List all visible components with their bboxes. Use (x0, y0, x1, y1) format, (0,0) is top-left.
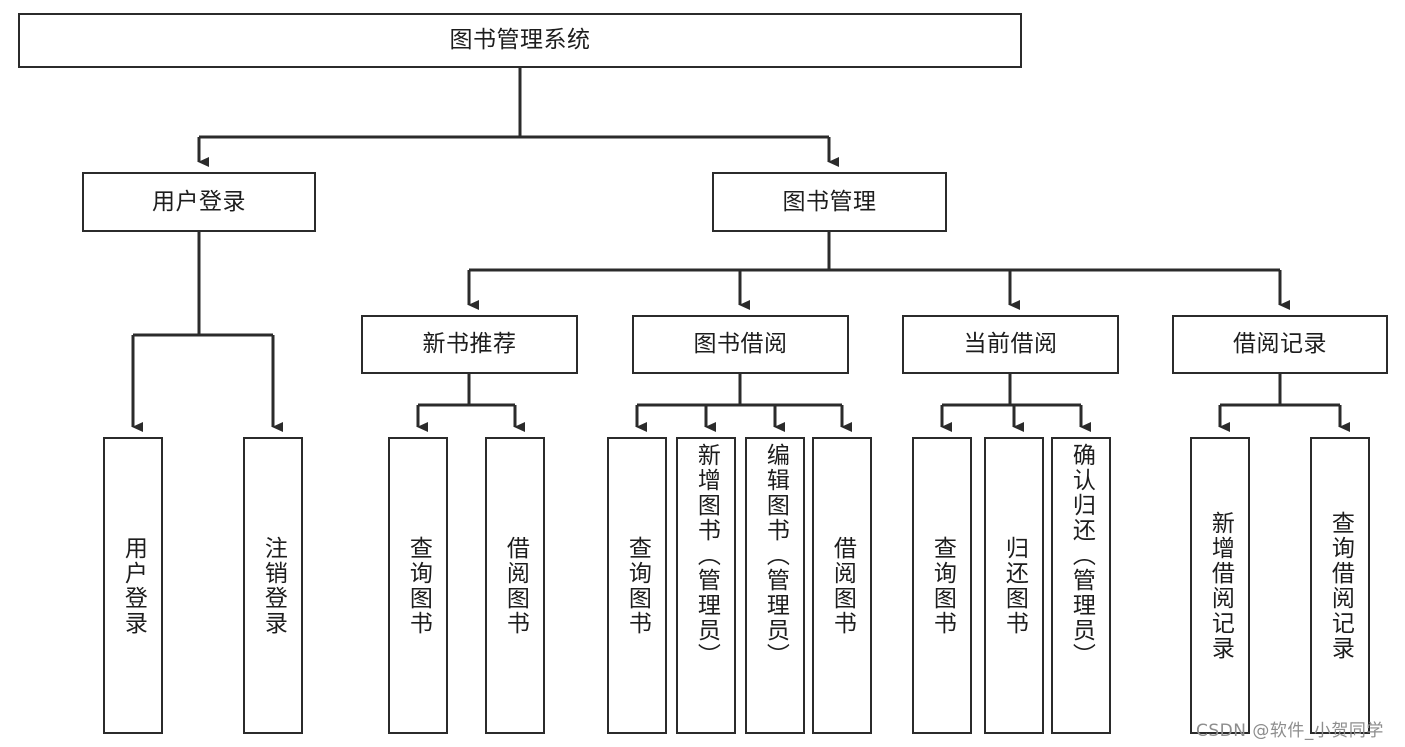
leaf-add-borrow-record-label: 新增借阅记录 (1207, 510, 1234, 661)
node-new-book-recommend[interactable]: 新书推荐 (361, 315, 578, 374)
node-book-borrow[interactable]: 图书借阅 (632, 315, 849, 374)
node-current-borrow-label: 当前借阅 (963, 331, 1058, 358)
node-borrow-record[interactable]: 借阅记录 (1172, 315, 1388, 374)
leaf-query-book-recommend[interactable]: 查询图书 (388, 437, 448, 734)
leaf-query-book-borrow-label: 查询图书 (624, 535, 651, 636)
leaf-add-borrow-record[interactable]: 新增借阅记录 (1190, 437, 1250, 734)
node-book-management[interactable]: 图书管理 (712, 172, 947, 232)
node-book-borrow-label: 图书借阅 (693, 331, 788, 358)
leaf-confirm-return-admin-label: 确认归还（管理员） (1068, 443, 1095, 668)
node-root-label: 图书管理系统 (449, 27, 591, 54)
leaf-query-borrow-record-label: 查询借阅记录 (1327, 510, 1354, 661)
leaf-lend-book-label: 借阅图书 (829, 535, 856, 636)
node-current-borrow[interactable]: 当前借阅 (902, 315, 1119, 374)
leaf-user-login-label: 用户登录 (120, 535, 147, 636)
leaf-query-borrow-record[interactable]: 查询借阅记录 (1310, 437, 1370, 734)
node-user-login-label: 用户登录 (152, 188, 246, 215)
leaf-add-book-admin-label: 新增图书（管理员） (693, 443, 720, 668)
node-user-login[interactable]: 用户登录 (82, 172, 316, 232)
leaf-query-book-current[interactable]: 查询图书 (912, 437, 972, 734)
leaf-query-book-borrow[interactable]: 查询图书 (607, 437, 667, 734)
leaf-lend-book[interactable]: 借阅图书 (812, 437, 872, 734)
leaf-return-book-label: 归还图书 (1001, 535, 1028, 636)
leaf-confirm-return-admin[interactable]: 确认归还（管理员） (1051, 437, 1111, 734)
leaf-borrow-book-recommend[interactable]: 借阅图书 (485, 437, 545, 734)
leaf-logout-label: 注销登录 (260, 535, 287, 636)
leaf-edit-book-admin[interactable]: 编辑图书（管理员） (745, 437, 805, 734)
watermark: CSDN @软件_小贺同学 (1196, 721, 1384, 741)
leaf-user-login[interactable]: 用户登录 (103, 437, 163, 734)
node-book-management-label: 图书管理 (782, 188, 877, 215)
leaf-query-book-recommend-label: 查询图书 (405, 535, 432, 636)
node-new-book-recommend-label: 新书推荐 (422, 331, 517, 358)
node-borrow-record-label: 借阅记录 (1233, 331, 1327, 358)
leaf-edit-book-admin-label: 编辑图书（管理员） (762, 443, 789, 668)
leaf-borrow-book-recommend-label: 借阅图书 (502, 535, 529, 636)
leaf-return-book[interactable]: 归还图书 (984, 437, 1044, 734)
node-root[interactable]: 图书管理系统 (18, 13, 1022, 68)
leaf-add-book-admin[interactable]: 新增图书（管理员） (676, 437, 736, 734)
leaf-query-book-current-label: 查询图书 (929, 535, 956, 636)
leaf-logout[interactable]: 注销登录 (243, 437, 303, 734)
